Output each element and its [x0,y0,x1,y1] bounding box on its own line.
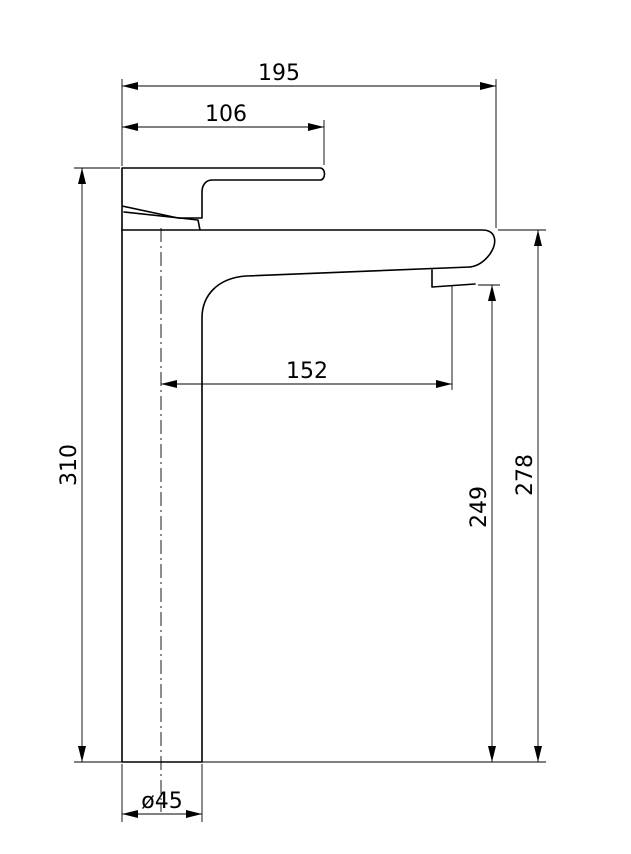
faucet-outline [121,167,496,763]
dimension-label-body-diameter: ø45 [141,789,182,814]
dimension-label-overall-width: 195 [258,61,300,86]
faucet-aerator [431,269,476,288]
faucet-handle-base [123,211,201,231]
dimension-spout-top-height: 278 [513,230,542,762]
extension-lines [74,79,546,822]
dimension-overall-width: 195 [122,61,496,90]
dimension-total-height: 310 [57,168,86,762]
dimension-label-spout-reach: 152 [286,359,328,384]
dimension-label-outlet-height: 249 [467,486,492,528]
dimension-spout-reach: 152 [161,359,452,388]
faucet-body [121,229,471,763]
dimension-label-total-height: 310 [57,444,82,486]
dimension-body-diameter: ø45 [122,789,202,818]
dimension-outlet-height: 249 [467,285,496,762]
faucet-handle [121,167,326,231]
dimension-handle-width: 106 [122,102,324,131]
dimension-label-handle-width: 106 [205,102,247,127]
dimension-label-spout-top-height: 278 [513,454,538,496]
faucet-spout [121,229,496,268]
